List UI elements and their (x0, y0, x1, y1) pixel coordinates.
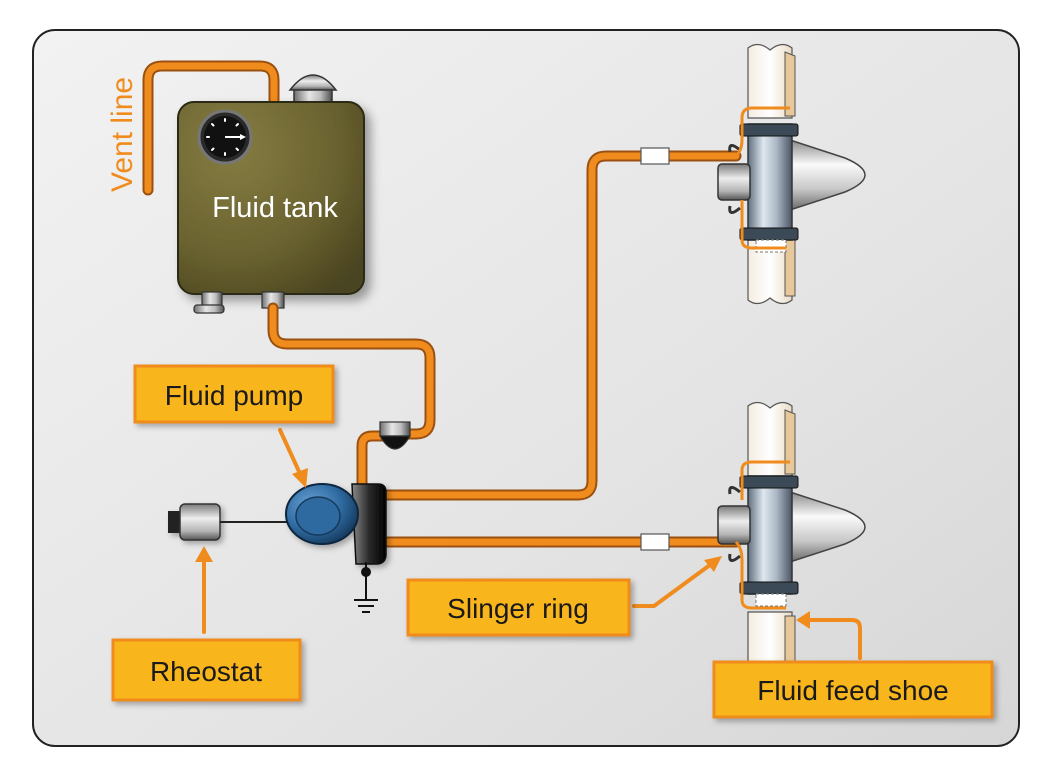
fluid-tank-label: Fluid tank (212, 192, 338, 224)
supply-pipes (267, 150, 742, 548)
ground-icon (354, 562, 378, 613)
vent-line-label: Vent line (106, 77, 139, 192)
callout-fluid-feed-shoe (712, 660, 994, 719)
callout-fluid-pump (133, 364, 335, 424)
callout-slinger-ring (406, 578, 631, 637)
strainer-icon (378, 421, 412, 450)
callout-fluid-feed-shoe-label: Fluid feed shoe (757, 675, 948, 706)
callout-fluid-pump-label: Fluid pump (165, 380, 304, 411)
filler-cap (288, 74, 338, 105)
drain-valve (193, 291, 225, 314)
fluid-pump (285, 483, 387, 565)
vent-line-pipe (142, 60, 280, 196)
callout-arrows (202, 428, 862, 660)
callout-slinger-ring-label: Slinger ring (447, 593, 589, 624)
callout-arrowheads (195, 468, 810, 629)
pipe-coupling-upper (640, 147, 670, 165)
pipe-coupling-lower (640, 533, 670, 551)
fluid-level-gauge-icon (197, 109, 253, 165)
rheostat-device (168, 503, 221, 541)
fluid-tank: Fluid tank (177, 74, 365, 314)
callout-rheostat-label: Rheostat (150, 656, 262, 687)
callout-rheostat (111, 638, 302, 702)
propeller-hub-upper (717, 43, 866, 305)
